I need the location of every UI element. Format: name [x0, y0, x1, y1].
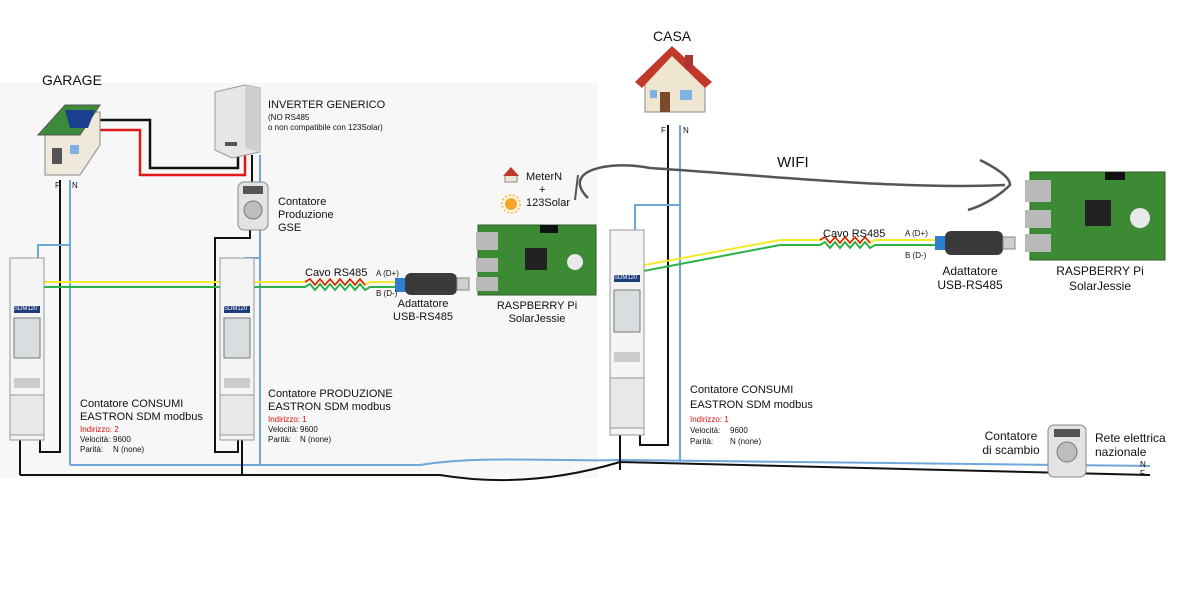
casa-house-icon [635, 46, 712, 113]
garage-meter-neutral [37, 244, 70, 258]
main-neutral-wire [70, 458, 1151, 467]
consumi-garage-address: Indirizzo: 2 [80, 425, 119, 434]
usb-adapter-garage-icon [395, 273, 470, 295]
software-123solar: 123Solar [526, 197, 571, 209]
rs485-b-cable [245, 282, 395, 292]
produzione-parity: N (none) [300, 435, 332, 444]
produzione-address: Indirizzo: 1 [268, 415, 307, 424]
consumi-garage-speed-label: Velocità: [80, 435, 111, 444]
software-metern: MeterN [526, 171, 563, 183]
cable-label-garage: Cavo RS485 [305, 267, 368, 279]
wifi-arrowhead [967, 158, 1012, 212]
sdm120-meter-garage [9, 257, 45, 441]
produzione-title1: Contatore PRODUZIONE [268, 388, 393, 400]
twisted-pair-garage [304, 277, 366, 287]
rs485-b-wire-casa [632, 240, 935, 298]
produzione-speed-label: Velocità: [268, 425, 299, 434]
raspberry-pi-garage-icon [476, 224, 597, 296]
consumi-garage-title1: Contatore CONSUMI [80, 398, 184, 410]
adapter-casa-line1: Adattatore [942, 264, 998, 278]
consumi-casa-speed: 9600 [730, 426, 748, 435]
gse-meter-line1: Contatore [278, 196, 327, 208]
grid-n-label: N [1140, 460, 1146, 469]
inverter-icon [214, 84, 261, 159]
sdm120-meter-produzione [219, 257, 255, 441]
inverter-title: INVERTER GENERICO [268, 99, 386, 111]
usb-adapter-casa-icon [935, 231, 1016, 255]
meter-model-garage: SDM120 [14, 306, 38, 312]
adapter-garage-line1: Adattatore [397, 298, 449, 310]
exchange-meter-icon [1047, 424, 1087, 478]
inverter-black-wire [100, 118, 240, 170]
grid-f-label: F [1140, 469, 1145, 478]
wifi-antenna [574, 174, 579, 201]
cable-label-casa: Cavo RS485 [823, 228, 886, 240]
adapter-casa-line2: USB-RS485 [937, 278, 1003, 292]
raspberry-garage-line1: RASPBERRY Pi [496, 300, 578, 312]
meter-model-casa: SDM120 [614, 275, 638, 281]
cable-b-label-casa: B (D-) [905, 251, 927, 260]
cable-b-label-garage: B (D-) [376, 289, 398, 298]
consumi-garage-title2: EASTRON SDM modbus [80, 411, 203, 423]
garage-f-label: F [55, 181, 60, 190]
casa-f-label: F [661, 126, 666, 135]
consumi-casa-title1: Contatore CONSUMI [690, 384, 794, 396]
raspberry-casa-line1: RASPBERRY Pi [1056, 264, 1144, 278]
garage-house-icon [36, 104, 101, 176]
wifi-label: WIFI [777, 154, 809, 171]
adapter-garage-line2: USB-RS485 [393, 311, 453, 323]
exchange-meter-line2: di scambio [982, 443, 1040, 457]
consumi-garage-speed: 9600 [113, 435, 131, 444]
consumi-garage-parity: N (none) [113, 445, 145, 454]
inverter-note1: (NO RS485 [268, 113, 310, 122]
casa-meter-neutral [634, 204, 680, 230]
produzione-title2: EASTRON SDM modbus [268, 401, 391, 413]
main-phase-wire [20, 460, 1151, 482]
consumi-casa-address: Indirizzo: 1 [690, 415, 729, 424]
meter-model-produzione: SDM120 [224, 306, 248, 312]
casa-n-label: N [683, 126, 689, 135]
raspberry-garage-line2: SolarJessie [508, 313, 566, 325]
grid-line1: Rete elettrica [1095, 431, 1166, 445]
sdm120-meter-casa [609, 229, 645, 436]
produzione-parity-label: Parità: [268, 435, 292, 444]
consumi-casa-speed-label: Velocità: [690, 426, 721, 435]
rs485-a-wire-casa [627, 235, 935, 298]
consumi-casa-title2: EASTRON SDM modbus [690, 399, 813, 411]
raspberry-pi-casa-icon [1025, 171, 1166, 261]
gse-meter-line3: GSE [278, 222, 302, 234]
wifi-link [578, 164, 1006, 199]
consumi-casa-parity-label: Parità: [690, 437, 714, 446]
twisted-pair-casa [819, 235, 871, 245]
produzione-phase-wire [214, 230, 251, 453]
consumi-garage-parity-label: Parità: [80, 445, 104, 454]
garage-label: GARAGE [42, 72, 102, 88]
metern-house-icon [503, 167, 519, 183]
grid-line2: nazionale [1095, 445, 1147, 459]
cable-a-label-casa: A (D+) [905, 229, 928, 238]
raspberry-casa-line2: SolarJessie [1068, 279, 1132, 293]
garage-n-label: N [72, 181, 78, 190]
produzione-speed: 9600 [300, 425, 318, 434]
exchange-meter-line1: Contatore [984, 429, 1038, 443]
sun-icon [501, 194, 521, 214]
inverter-note2: o non compatibile con 123Solar) [268, 123, 383, 132]
cable-a-label-garage: A (D+) [376, 269, 399, 278]
consumi-casa-parity: N (none) [730, 437, 762, 446]
inverter-red-wire [95, 128, 247, 177]
casa-label: CASA [653, 28, 692, 44]
gse-meter-line2: Produzione [278, 209, 334, 221]
software-plus: + [539, 184, 546, 196]
gse-meter-icon [237, 181, 269, 231]
